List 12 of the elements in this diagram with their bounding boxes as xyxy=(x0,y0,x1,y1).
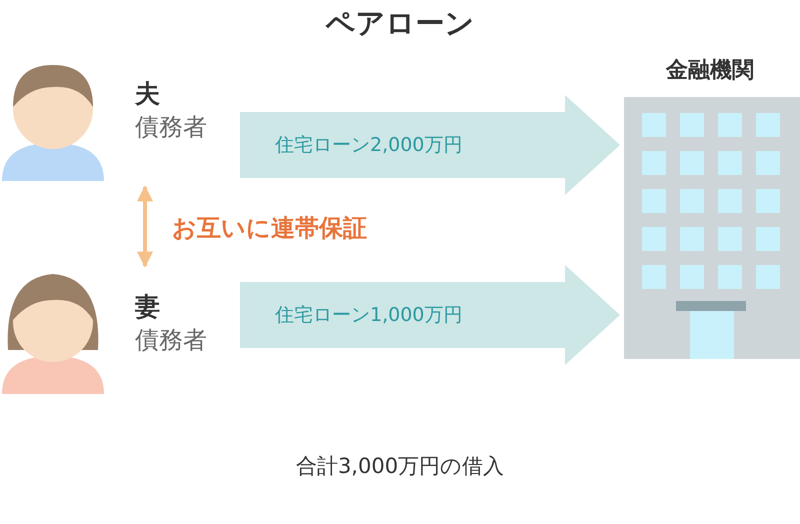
role-label: 債務者 xyxy=(135,325,207,356)
caption: 合計3,000万円の借入 xyxy=(294,453,506,480)
person-label: 夫 xyxy=(135,78,160,110)
arrow xyxy=(137,185,153,268)
edge-label: 住宅ローン1,000万円 xyxy=(275,303,462,328)
institution-label: 金融機関 xyxy=(664,57,755,85)
diagram-title: ペアローン xyxy=(324,5,476,42)
edge-label: 住宅ローン2,000万円 xyxy=(275,133,462,158)
arrow xyxy=(240,95,620,195)
role-label: 債務者 xyxy=(135,112,207,143)
person-label: 妻 xyxy=(135,291,160,323)
arrow xyxy=(240,265,620,365)
